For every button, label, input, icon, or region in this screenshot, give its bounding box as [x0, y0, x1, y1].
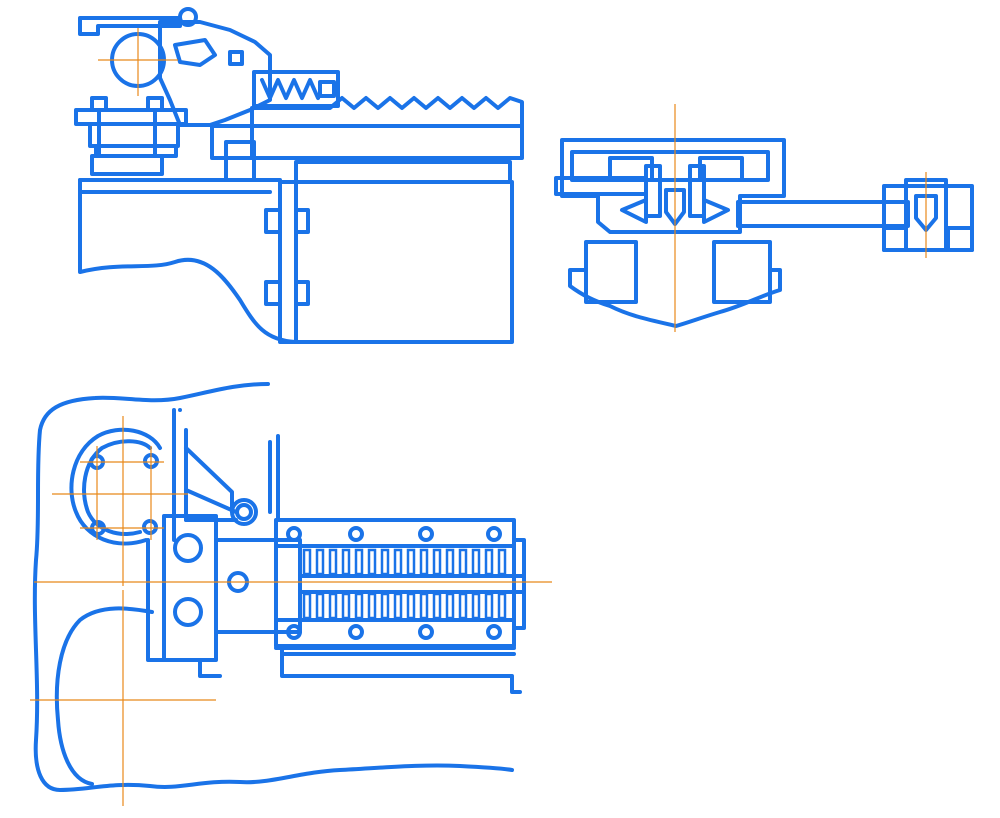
bolt-hole-4	[142, 519, 158, 535]
carriage-inner-top	[570, 150, 770, 182]
flange-plate-top	[74, 108, 188, 126]
carriage-plate	[162, 514, 218, 662]
rack-tooth	[354, 592, 364, 620]
rack-tooth	[432, 548, 442, 576]
roller-top	[173, 533, 203, 563]
rack-tooth	[367, 548, 377, 576]
rack-frame	[274, 518, 516, 648]
flange-plate-base	[90, 154, 164, 176]
end-block-hatch-right	[946, 226, 974, 252]
rack-tooth	[484, 548, 494, 576]
rack-tooth	[341, 548, 351, 576]
vertical-wall-hatched	[278, 180, 298, 344]
end-block-hatch-left	[882, 226, 908, 252]
plan-inner-curve	[54, 606, 154, 786]
cam-slot	[228, 50, 244, 66]
housing-box	[294, 180, 514, 344]
lever-plate	[184, 446, 238, 522]
rack-tooth	[406, 548, 416, 576]
rack-tooth	[367, 592, 377, 620]
rack-tooth	[445, 548, 455, 576]
lower-block-right-hatched	[712, 240, 772, 304]
rack-bolt-top-1	[286, 526, 302, 542]
rack-bolt-top-2	[348, 526, 364, 542]
view-top-right-section	[554, 104, 974, 332]
center-wedges	[620, 198, 730, 224]
rack-bolt-bottom-2	[348, 624, 364, 640]
rack-tooth	[419, 592, 429, 620]
rack-tooth	[315, 592, 325, 620]
rack-tooth	[328, 548, 338, 576]
lower-rails	[274, 644, 522, 694]
rack-bolt-bottom-3	[418, 624, 434, 640]
slide-nut-hatched	[224, 140, 256, 182]
wall-bracket-upper	[264, 208, 282, 234]
rack-bolt-bottom-4	[486, 624, 502, 640]
end-block-pin	[914, 194, 938, 232]
rack-tooth	[380, 548, 390, 576]
spring-zigzag	[260, 78, 320, 100]
rack-tooth	[471, 548, 481, 576]
center-screw	[664, 188, 686, 226]
rack-tooth	[471, 592, 481, 620]
rack-tooth	[497, 548, 507, 576]
rack-tooth	[458, 548, 468, 576]
bolt-track-c	[69, 427, 162, 546]
cam-housing-hatched	[158, 20, 272, 127]
rack-teeth-lower	[302, 592, 507, 620]
rack-tooth	[341, 592, 351, 620]
wall-bracket-lower	[264, 280, 282, 306]
rack-tooth	[302, 548, 312, 576]
rack-center-channel	[298, 574, 526, 594]
rack-tooth	[315, 548, 325, 576]
flange-plate-middle	[88, 122, 180, 148]
rack-tooth	[497, 592, 507, 620]
rack-tooth	[393, 548, 403, 576]
housing-top-plate-hatched	[294, 160, 512, 184]
lower-block-left-hatched	[584, 240, 638, 304]
plan-outer-boundary	[32, 382, 514, 792]
rack-tooth	[484, 592, 494, 620]
rack-tooth	[406, 592, 416, 620]
rack-bolt-bottom-1	[286, 624, 302, 640]
rack-end-cap	[512, 538, 526, 630]
lower-break-line	[568, 268, 782, 328]
rack-tooth	[458, 592, 468, 620]
view-bottom-left-plan	[30, 382, 552, 806]
rack-bolt-top-3	[418, 526, 434, 542]
cam-housing-detail	[173, 38, 217, 67]
spring-box	[252, 70, 340, 108]
roller-bottom	[173, 597, 203, 627]
vertical-bracket	[146, 408, 222, 678]
spring-end-cap	[318, 80, 336, 98]
rack-tooth	[432, 592, 442, 620]
view-top-left-section	[74, 7, 524, 344]
rack-tooth	[419, 548, 429, 576]
rack-tooth	[380, 592, 390, 620]
right-post	[268, 434, 280, 522]
rack-tooth	[445, 592, 455, 620]
rack-teeth	[250, 96, 524, 128]
rack-teeth-upper	[302, 548, 507, 576]
base-body-outline	[78, 178, 302, 344]
rack-tooth	[354, 548, 364, 576]
pivot-knob	[178, 7, 198, 27]
pivot-roller	[230, 498, 258, 526]
slide-bar-hatched	[250, 124, 524, 160]
rack-tooth	[393, 592, 403, 620]
carriage-slot-right	[698, 156, 744, 182]
rack-bolt-top-4	[486, 526, 502, 542]
pivot-roller-inner	[235, 503, 253, 521]
rack-tooth	[328, 592, 338, 620]
rack-tooth	[302, 592, 312, 620]
